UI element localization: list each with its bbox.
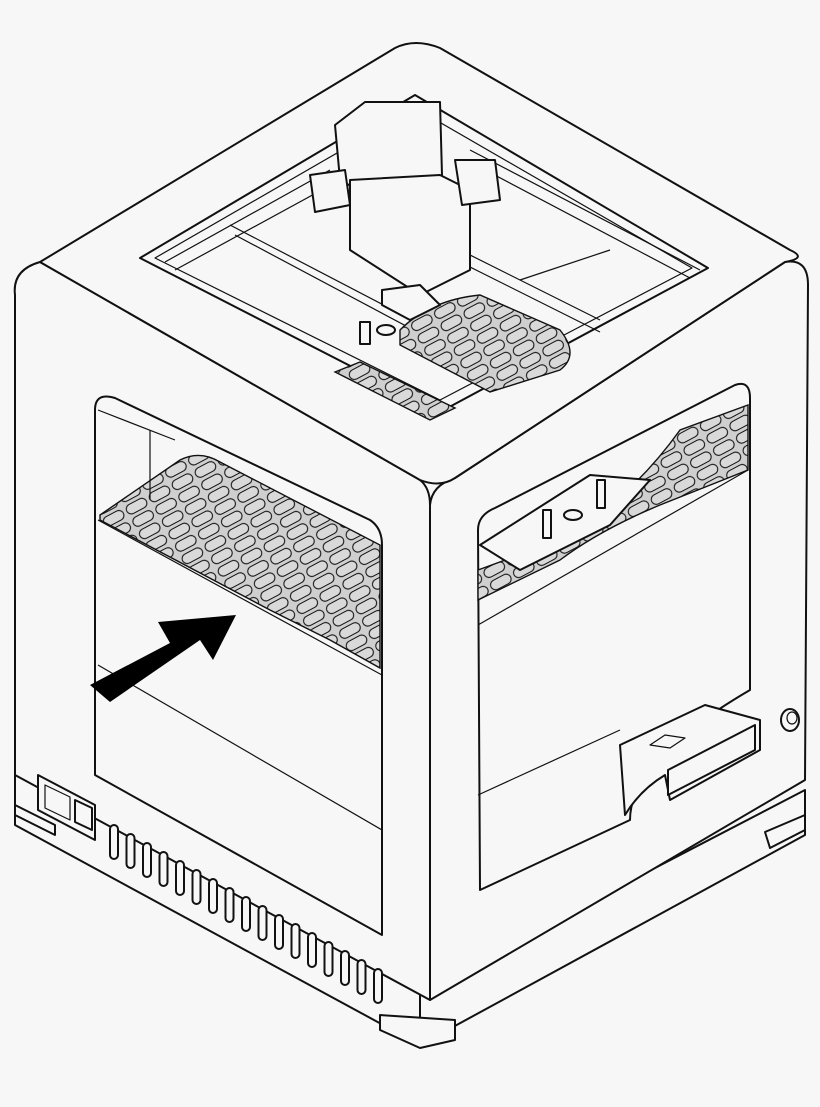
vent-slot — [224, 887, 235, 923]
knob-icon — [780, 708, 800, 732]
vent-slot — [142, 842, 152, 878]
vent-slot — [340, 950, 350, 986]
power-switch-icon — [37, 774, 96, 841]
vent-slots — [109, 824, 383, 1004]
vent-slot — [125, 833, 136, 869]
vent-slot — [356, 959, 367, 995]
vent-slot — [307, 932, 317, 968]
vent-slot — [191, 869, 202, 905]
vent-slot — [241, 896, 251, 932]
vent-slot — [274, 914, 284, 950]
vent-slot — [290, 923, 301, 959]
vent-slot — [373, 968, 383, 1004]
side-window — [477, 382, 761, 891]
top-opening — [139, 94, 709, 421]
vent-slot — [158, 851, 169, 887]
vent-slot — [208, 878, 218, 914]
vent-slot — [323, 941, 334, 977]
arrow-icon — [90, 615, 236, 702]
vent-slot — [175, 860, 185, 896]
front-window — [94, 395, 383, 936]
vent-slot — [109, 824, 119, 860]
vent-slot — [257, 905, 268, 941]
